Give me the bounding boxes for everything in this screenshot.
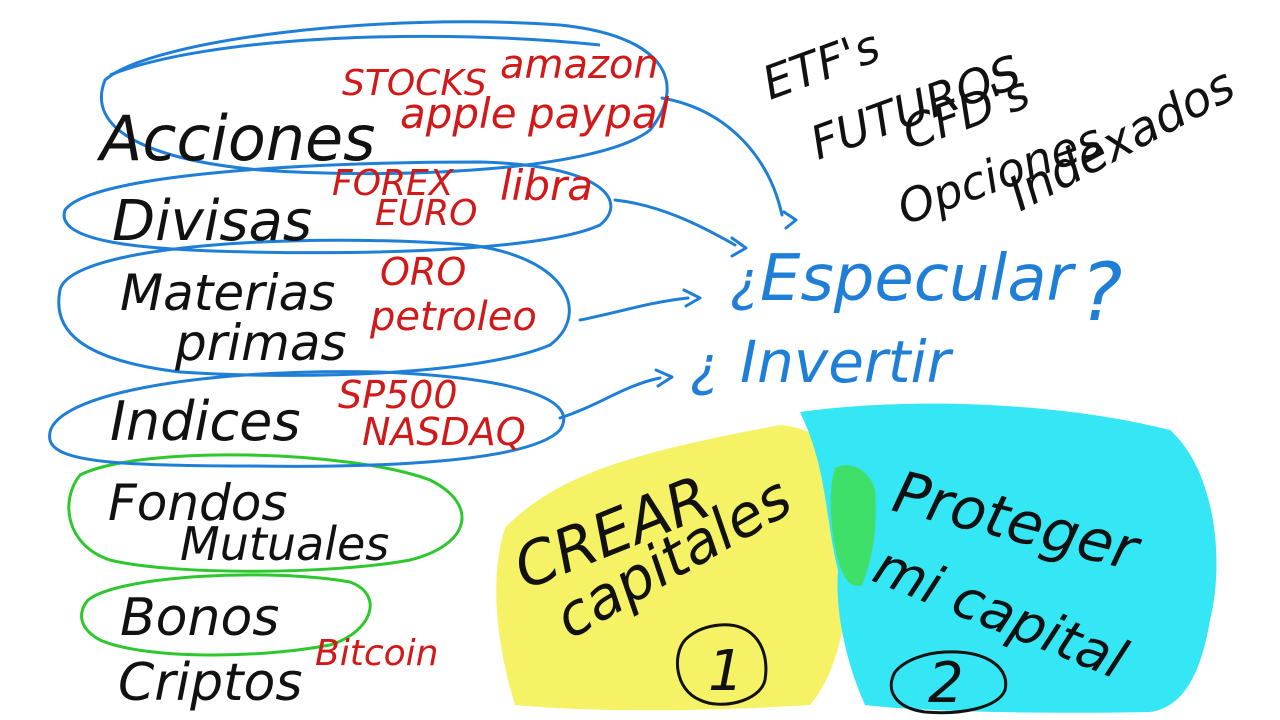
example-amazon: amazon — [500, 42, 659, 88]
goal-2-number: 2 — [928, 651, 964, 716]
example-nasdaq: NASDAQ — [362, 410, 526, 454]
asset-examples: STOCKS amazon apple paypal FOREX EURO li… — [315, 42, 670, 674]
circle-2 — [889, 650, 1008, 715]
loop-materias-primas — [57, 238, 571, 377]
label-criptos: Criptos — [118, 653, 302, 713]
loop-acciones — [99, 20, 669, 176]
question-invertir: Invertir — [740, 328, 954, 396]
arrowhead-materias — [682, 288, 702, 308]
example-libra: libra — [500, 161, 593, 210]
arrows — [558, 96, 798, 420]
loop-indices — [48, 370, 566, 468]
asset-labels: Acciones Divisas Materias primas Indices… — [96, 102, 389, 713]
example-apple: apple — [400, 89, 517, 138]
loop-acciones-extra — [109, 34, 601, 77]
arrow-acciones — [660, 96, 784, 217]
question-block: ¿ Especular ? ¿ Invertir — [690, 242, 1122, 398]
example-petroleo: petroleo — [369, 294, 537, 340]
example-paypal: paypal — [527, 89, 670, 138]
number-circles — [675, 623, 1008, 715]
goal-1-number: 1 — [708, 639, 744, 704]
label-primas: primas — [174, 314, 347, 372]
example-oro: ORO — [380, 250, 466, 294]
example-euro: EURO — [375, 193, 477, 234]
question-open-mark: ¿ — [730, 250, 759, 313]
label-fondos: Fondos — [108, 474, 287, 532]
question-close-mark: ? — [1080, 246, 1122, 339]
arrowhead-divisas — [730, 236, 748, 258]
circle-1 — [675, 623, 768, 706]
example-stocks: STOCKS — [342, 63, 487, 104]
example-sp500: SP500 — [338, 373, 458, 417]
green-loops — [67, 453, 464, 657]
label-bonos: Bonos — [120, 588, 279, 648]
blue-loops — [48, 20, 669, 468]
arrowhead-acciones — [782, 210, 798, 230]
label-materias: Materias — [120, 264, 335, 322]
label-divisas: Divisas — [112, 189, 312, 254]
highlight-cyan — [800, 403, 1217, 713]
arrow-indices — [558, 376, 662, 420]
arrow-divisas — [613, 198, 737, 247]
example-bitcoin: Bitcoin — [315, 633, 438, 674]
goal-highlights — [496, 403, 1217, 713]
highlight-overlap — [830, 465, 876, 586]
arrowhead-indices — [654, 368, 674, 388]
label-mutuales: Mutuales — [180, 517, 389, 571]
arrow-materias — [578, 296, 690, 322]
label-indices: Indices — [110, 390, 300, 453]
loop-bonos — [80, 573, 372, 657]
example-forex: FOREX — [332, 163, 455, 204]
question-especular: Especular — [760, 242, 1077, 316]
highlight-yellow — [496, 425, 849, 711]
question-open-mark-2: ¿ — [690, 335, 719, 398]
loop-fondos-mutuales — [67, 453, 464, 573]
instruments-list: ETF's FUTUROS CFD's Opciones Indexados — [755, 18, 1244, 235]
label-acciones: Acciones — [96, 102, 376, 175]
